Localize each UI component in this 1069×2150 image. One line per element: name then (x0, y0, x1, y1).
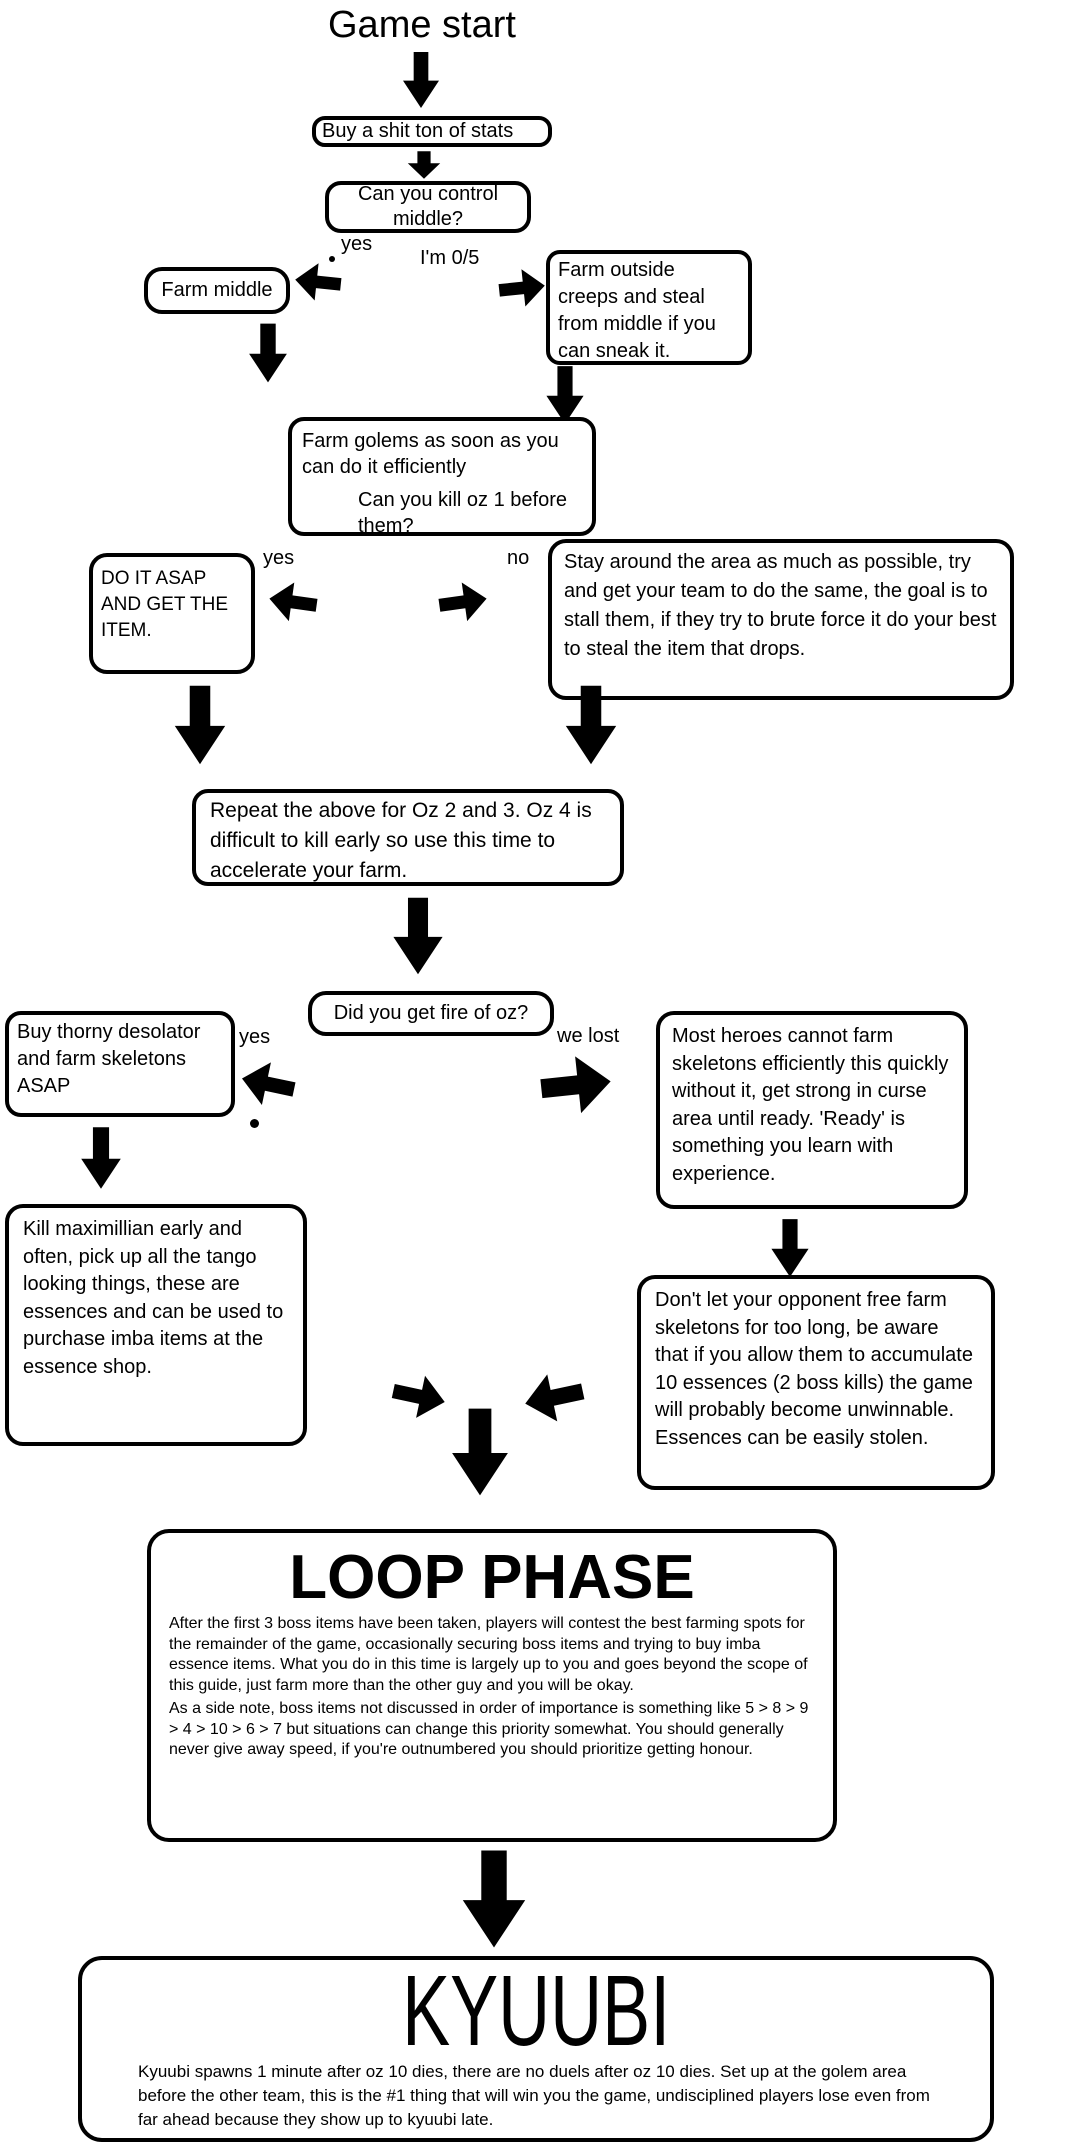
kyuubi-paragraph: Kyuubi spawns 1 minute after oz 10 dies,… (138, 2062, 930, 2129)
loop-phase-paragraph-2: As a side note, boss items not discussed… (169, 1700, 809, 1758)
edge-label-yes: yes (239, 1026, 271, 1048)
farm-golems-question: Can you kill oz 1 before them? (358, 489, 568, 537)
node-buy-stats: Buy a shit ton of stats (312, 116, 552, 147)
arrow-left-icon (263, 566, 324, 639)
loop-phase-title: LOOP PHASE (289, 1543, 695, 1612)
arrow-down-icon (552, 683, 630, 767)
node-loop-phase: LOOP PHASE After the first 3 boss items … (147, 1529, 837, 1842)
arrow-down-icon (161, 683, 239, 767)
arrow-down-icon (385, 895, 451, 977)
edge-label-im-0-5: I'm 0/5 (420, 247, 480, 269)
node-farm-middle: Farm middle (144, 267, 290, 314)
node-kyuubi: KYUUBI Kyuubi spawns 1 minute after oz 1… (78, 1956, 994, 2142)
arrow-right-icon (433, 566, 494, 639)
arrow-right-icon (534, 1044, 617, 1126)
edge-label-yes: yes (341, 233, 373, 255)
arrow-left-icon (233, 1045, 304, 1124)
node-dont-let-opponent-farm: Don't let your opponent free farm skelet… (637, 1275, 995, 1490)
arrow-down-icon (449, 1397, 511, 1507)
page-title: Game start (328, 4, 516, 46)
node-farm-golems: Farm golems as soon as you can do it eff… (288, 417, 596, 537)
node-can-you-control-middle: Can you control middle? (325, 181, 531, 233)
arrow-down-icon (401, 50, 441, 110)
edge-label-we-lost: we lost (557, 1025, 620, 1047)
arrow-left-icon (289, 245, 346, 320)
edge-label-no: no (507, 547, 530, 569)
loop-phase-paragraph-1: After the first 3 boss items have been t… (169, 1615, 808, 1694)
arrow-right-icon (493, 251, 550, 326)
node-farm-outside-creeps: Farm outside creeps and steal from middl… (546, 250, 752, 365)
arrow-down-icon (247, 321, 289, 385)
arrow-down-icon (406, 149, 442, 181)
kyuubi-title: KYUUBI (401, 1955, 671, 2067)
node-buy-thorny-desolator: Buy thorny desolator and farm skeletons … (5, 1011, 235, 1117)
arrow-down-icon (459, 1847, 529, 1951)
node-stay-around-area: Stay around the area as much as possible… (548, 539, 1014, 700)
node-most-heroes-cannot-farm: Most heroes cannot farm skeletons effici… (656, 1011, 968, 1209)
node-do-it-asap: DO IT ASAP AND GET THE ITEM. (89, 553, 255, 674)
arrow-down-icon (76, 1125, 126, 1191)
node-did-you-get-fire-of-oz: Did you get fire of oz? (308, 991, 554, 1036)
node-kill-maximillian: Kill maximillian early and often, pick u… (5, 1204, 307, 1446)
arrow-down-icon (765, 1217, 815, 1279)
farm-golems-text: Farm golems as soon as you can do it eff… (302, 430, 559, 478)
edge-label-yes: yes (263, 547, 295, 569)
stray-dot (250, 1119, 259, 1128)
node-repeat-for-oz: Repeat the above for Oz 2 and 3. Oz 4 is… (192, 789, 624, 886)
arrow-left-icon (508, 1361, 600, 1434)
arrow-right-icon (381, 1365, 456, 1429)
stray-dot (329, 256, 335, 262)
